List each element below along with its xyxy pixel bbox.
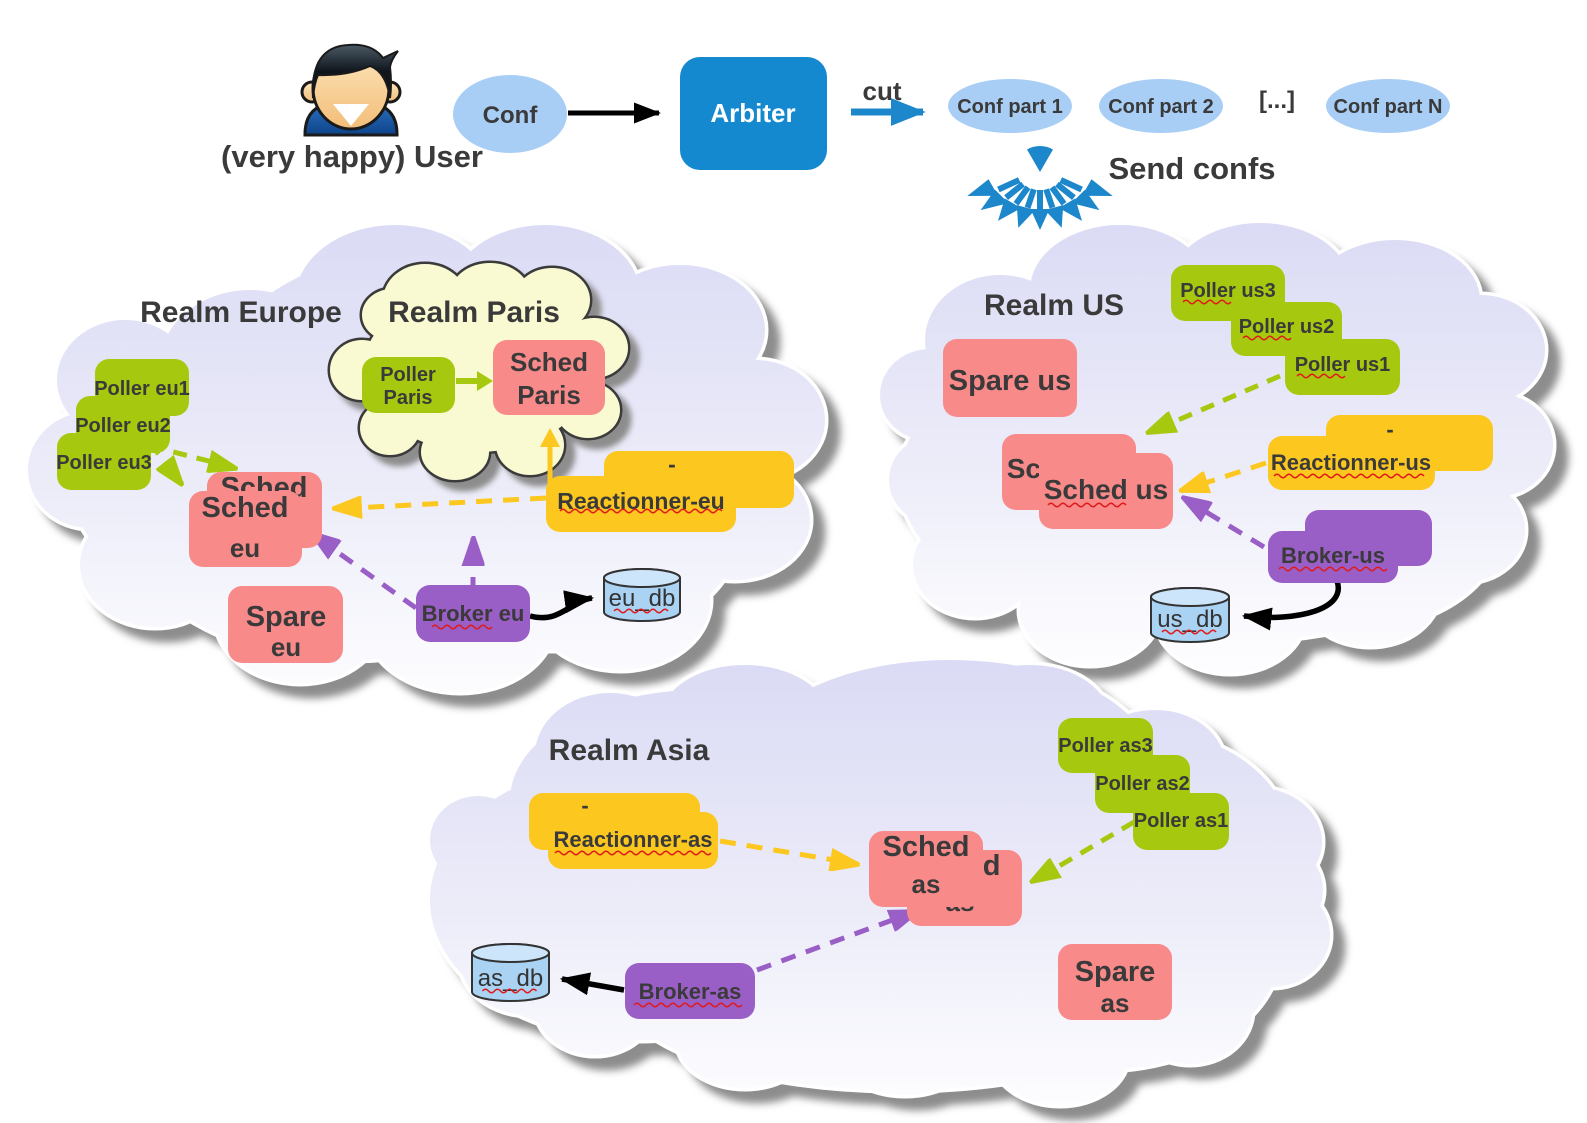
svg-text:Realm Asia: Realm Asia xyxy=(549,734,710,767)
svg-text:Conf part 2: Conf part 2 xyxy=(1108,96,1214,118)
svg-text:-: - xyxy=(581,793,588,818)
svg-text:Realm US: Realm US xyxy=(984,289,1124,322)
svg-text:Sched: Sched xyxy=(510,347,588,377)
svg-text:Sched us: Sched us xyxy=(1044,474,1168,505)
svg-text:-: - xyxy=(668,451,676,477)
svg-text:Reactionner-us: Reactionner-us xyxy=(1271,450,1431,475)
svg-text:Paris: Paris xyxy=(517,380,581,410)
svg-text:Reactionner-eu: Reactionner-eu xyxy=(557,488,724,514)
svg-text:Paris: Paris xyxy=(384,387,433,409)
svg-text:Realm Europe: Realm Europe xyxy=(140,296,342,329)
svg-text:Poller: Poller xyxy=(380,364,436,386)
svg-text:Broker eu: Broker eu xyxy=(422,601,525,626)
svg-text:Realm Paris: Realm Paris xyxy=(388,296,560,329)
svg-text:eu: eu xyxy=(230,533,260,563)
svg-text:as_db: as_db xyxy=(478,965,543,992)
svg-text:Conf: Conf xyxy=(483,102,539,129)
svg-text:Poller eu3: Poller eu3 xyxy=(56,452,152,474)
svg-text:us_db: us_db xyxy=(1157,606,1222,633)
svg-text:-: - xyxy=(1386,417,1393,442)
svg-text:eu: eu xyxy=(271,632,301,662)
svg-text:Poller as3: Poller as3 xyxy=(1058,735,1153,757)
svg-text:Arbiter: Arbiter xyxy=(710,98,795,128)
svg-text:Spare: Spare xyxy=(1075,956,1156,988)
svg-text:as: as xyxy=(1101,988,1130,1018)
svg-text:Broker-us: Broker-us xyxy=(1281,543,1385,568)
svg-text:Spare us: Spare us xyxy=(949,365,1072,397)
svg-text:Conf part N: Conf part N xyxy=(1334,96,1443,118)
svg-text:Send confs: Send confs xyxy=(1108,151,1275,186)
svg-text:Sched: Sched xyxy=(882,831,969,863)
svg-text:Poller eu1: Poller eu1 xyxy=(94,378,190,400)
svg-text:Poller us3: Poller us3 xyxy=(1180,280,1276,302)
svg-text:Poller us2: Poller us2 xyxy=(1239,316,1335,338)
svg-text:[...]: [...] xyxy=(1259,87,1295,114)
svg-text:(very happy) User: (very happy) User xyxy=(221,139,483,174)
svg-text:Conf part 1: Conf part 1 xyxy=(957,96,1063,118)
svg-text:Sched: Sched xyxy=(201,492,288,524)
svg-text:Poller us1: Poller us1 xyxy=(1295,354,1391,376)
svg-text:Spare: Spare xyxy=(246,601,327,633)
svg-text:Poller eu2: Poller eu2 xyxy=(75,415,171,437)
svg-text:Reactionner-as: Reactionner-as xyxy=(554,827,713,852)
svg-text:Poller as1: Poller as1 xyxy=(1134,810,1229,832)
svg-text:Broker-as: Broker-as xyxy=(639,979,742,1004)
svg-text:cut: cut xyxy=(863,76,902,106)
svg-text:Poller as2: Poller as2 xyxy=(1095,773,1190,795)
svg-text:eu_db: eu_db xyxy=(609,585,676,612)
svg-text:as: as xyxy=(912,869,941,899)
